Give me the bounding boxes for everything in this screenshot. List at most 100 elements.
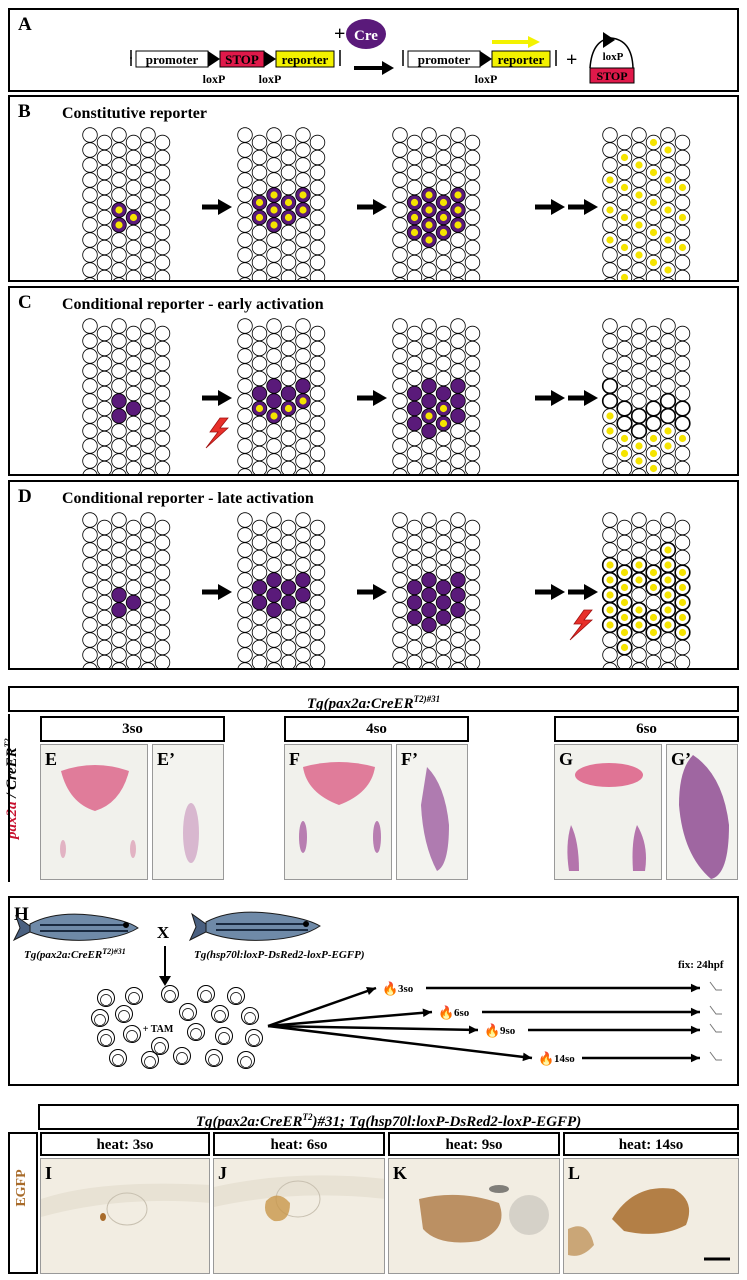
cell <box>140 247 156 263</box>
cell <box>392 542 408 558</box>
cell <box>309 400 326 417</box>
cell <box>309 460 326 474</box>
cell <box>154 445 171 462</box>
cell <box>406 654 423 668</box>
cell <box>309 579 326 596</box>
cell <box>660 348 676 364</box>
reporter-dot <box>664 621 672 629</box>
cell <box>154 654 171 668</box>
efg-side-label: pax2a / CreERT2 <box>3 738 21 839</box>
cell <box>392 602 408 618</box>
cell <box>309 430 326 447</box>
cell <box>280 639 297 656</box>
cell <box>450 318 466 334</box>
stop-text: STOP <box>225 52 259 67</box>
arrow-line <box>267 1024 479 1032</box>
cell <box>421 393 437 409</box>
cell <box>96 654 113 668</box>
photo-g-label: G <box>559 749 574 769</box>
cell <box>295 127 311 143</box>
reporter-dot <box>425 191 433 199</box>
cell <box>392 408 408 424</box>
loxp-triangle-1 <box>208 51 220 67</box>
arrow-head <box>584 390 598 406</box>
cell <box>660 512 676 528</box>
cell <box>280 579 297 596</box>
cell <box>421 318 437 334</box>
cell <box>96 209 113 226</box>
cell <box>616 340 633 357</box>
cell <box>125 239 142 256</box>
reporter-dot <box>284 198 293 207</box>
cell <box>154 415 171 432</box>
cell <box>111 542 127 558</box>
cell <box>392 572 408 588</box>
embryo <box>151 1037 169 1055</box>
cell <box>154 639 171 656</box>
cell <box>309 340 326 357</box>
cell <box>464 254 481 271</box>
cell <box>631 378 647 394</box>
cell <box>280 164 297 181</box>
cell <box>435 594 452 611</box>
heat-14so-text: heat: 14so <box>618 1137 684 1153</box>
yolk <box>176 1052 188 1064</box>
cell <box>251 385 268 402</box>
cell <box>82 127 98 143</box>
panel-c: C Conditional reporter - early activatio… <box>8 286 739 476</box>
heat-shock-arrows: 🔥3so🔥6so🔥9so🔥14so <box>267 981 722 1066</box>
cell <box>464 445 481 462</box>
cre-text: Cre <box>354 28 378 44</box>
cell <box>82 453 98 469</box>
cell <box>82 587 98 603</box>
cell <box>251 415 268 432</box>
efg-header-sup2: )#31 <box>423 694 441 704</box>
cell <box>421 602 437 618</box>
photo-g-prime: G’ <box>666 744 738 880</box>
cell <box>82 217 98 233</box>
cell <box>111 602 127 618</box>
cell <box>266 572 282 588</box>
cell <box>295 527 311 543</box>
cell <box>406 340 423 357</box>
cell <box>154 594 171 611</box>
cell <box>280 239 297 256</box>
cell <box>82 527 98 543</box>
cell <box>111 468 127 474</box>
cell <box>237 142 253 158</box>
photo-i-stain <box>41 1183 209 1226</box>
cell <box>602 647 618 663</box>
cell <box>266 363 282 379</box>
cell <box>266 318 282 334</box>
panel-b: B Constitutive reporter <box>8 95 739 282</box>
photo-g-prime-label: G’ <box>671 749 691 769</box>
cell <box>602 662 618 668</box>
cell <box>392 438 408 454</box>
reporter-dot <box>664 146 672 154</box>
cell <box>602 318 618 334</box>
embryo <box>141 1051 159 1069</box>
cell <box>82 393 98 409</box>
cell <box>616 254 633 271</box>
cell <box>392 557 408 573</box>
cell <box>237 572 253 588</box>
cell <box>435 445 452 462</box>
cell <box>111 617 127 633</box>
photo-f: F <box>284 744 392 880</box>
cell <box>266 142 282 158</box>
stage-3so: 3so <box>40 716 225 742</box>
cell <box>631 468 647 474</box>
cell <box>266 127 282 143</box>
cell <box>280 254 297 271</box>
cell <box>266 587 282 603</box>
reporter-dot <box>649 568 658 577</box>
cell <box>464 385 481 402</box>
reporter-dot <box>635 621 643 629</box>
cell <box>394 277 406 280</box>
cell <box>464 209 481 226</box>
cell <box>154 254 171 271</box>
cell <box>464 639 481 656</box>
cell <box>406 269 423 280</box>
cell <box>280 325 297 342</box>
reporter-dot <box>410 198 419 207</box>
